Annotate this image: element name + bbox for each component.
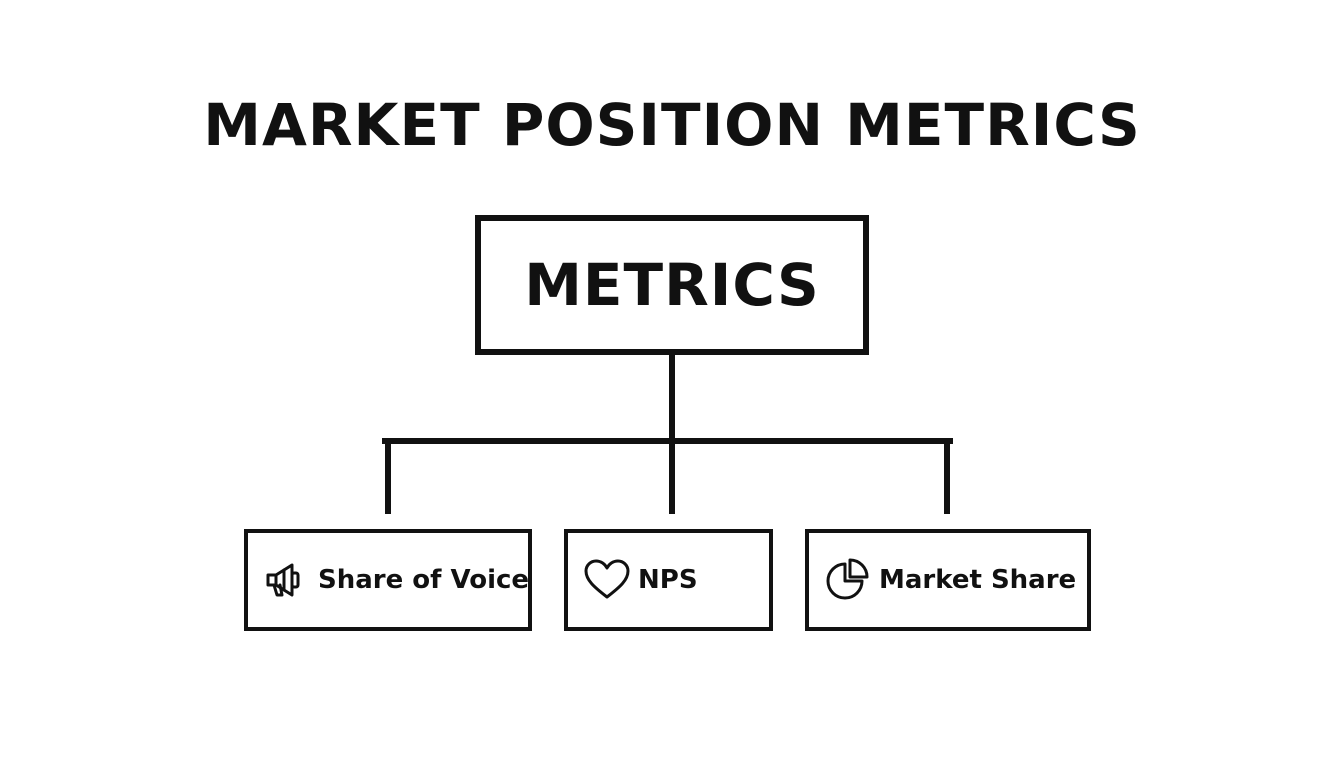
root-node-label: METRICS <box>524 251 820 319</box>
leaf-label-share-of-voice: Share of Voice <box>318 565 530 595</box>
pie-chart-icon <box>823 555 873 605</box>
leaf-label-nps: NPS <box>638 565 698 595</box>
diagram-title: MARKET POSITION METRICS <box>203 91 1141 159</box>
root-node-box: METRICS <box>475 215 869 355</box>
megaphone-icon <box>262 555 312 605</box>
leaf-node-share-of-voice: Share of Voice <box>244 529 532 631</box>
leaf-label-market-share: Market Share <box>879 565 1077 595</box>
heart-icon <box>582 555 632 605</box>
leaf-node-market-share: Market Share <box>805 529 1091 631</box>
leaf-node-nps: NPS <box>564 529 773 631</box>
